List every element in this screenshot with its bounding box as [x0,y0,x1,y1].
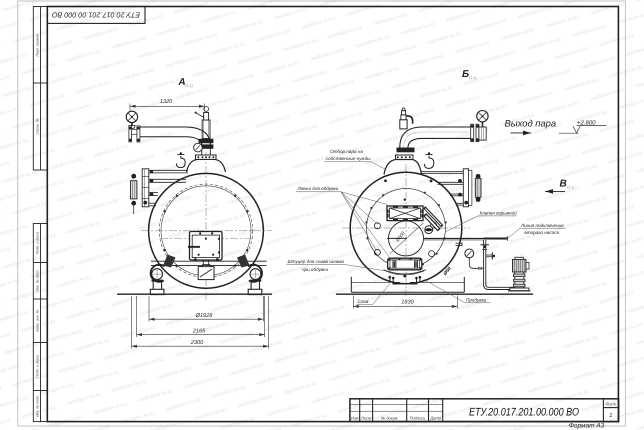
svg-text:Штуцер для слива шлама: Штуцер для слива шлама [288,259,345,264]
svg-text:Б: Б [462,69,469,80]
svg-text:Подп. и дата: Подп. и дата [36,232,40,255]
svg-text:1830: 1830 [401,300,414,306]
svg-text:Лючки для обдувки: Лючки для обдувки [297,186,339,191]
svg-text:2300: 2300 [190,340,204,346]
svg-text:№ докум.: № докум. [381,415,399,420]
svg-text:Перв. примен.: Перв. примен. [36,33,40,57]
svg-text:ЕТУ.20.017.201.00.000 ВО: ЕТУ.20.017.201.00.000 ВО [52,11,140,20]
svg-text:Ø600: Ø600 [394,230,406,243]
svg-text:Инв. № подл.: Инв. № подл. [36,395,40,417]
svg-text:(1:1): (1:1) [567,186,574,190]
svg-text:2165: 2165 [192,329,206,335]
svg-text:Продувки: Продувки [466,297,487,302]
svg-text:Клапан взрывной: Клапан взрывной [480,210,518,215]
svg-text:Подпись: Подпись [410,415,426,420]
svg-text:Ø1928: Ø1928 [195,313,214,319]
svg-text:Линия подключения: Линия подключения [520,223,564,228]
svg-text:второго насоса: второго насоса [524,230,559,235]
svg-text:+2.800: +2.800 [577,119,596,126]
svg-text:ЕТУ.20.017.201.00.000 ВО: ЕТУ.20.017.201.00.000 ВО [469,406,579,418]
svg-text:Подп. и дата: Подп. и дата [36,355,40,378]
svg-text:Дата: Дата [429,415,441,420]
svg-text:Лист: Лист [360,415,372,420]
svg-text:(1:1): (1:1) [469,76,476,80]
svg-text:Лист: Лист [605,402,617,407]
svg-text:при обдувки: при обдувки [302,267,328,272]
svg-text:собственные нужды: собственные нужды [326,156,371,161]
svg-text:1: 1 [609,412,612,419]
svg-text:Справ. №: Справ. № [36,118,40,134]
svg-text:Выход пара: Выход пара [505,118,557,129]
svg-text:Изм: Изм [351,415,359,420]
svg-text:Слив: Слив [358,299,369,304]
svg-text:А: А [177,77,185,88]
svg-text:Отбор пара на: Отбор пара на [330,149,363,154]
svg-text:(1:1): (1:1) [185,84,192,88]
svg-text:Инв. № дубл.: Инв. № дубл. [36,270,40,292]
svg-text:В: В [560,179,567,190]
svg-text:Взам. инв. №: Взам. инв. № [36,309,40,331]
svg-text:1320: 1320 [160,99,173,105]
svg-text:Ø50: Ø50 [442,266,453,277]
svg-text:Формат А3: Формат А3 [569,422,605,429]
